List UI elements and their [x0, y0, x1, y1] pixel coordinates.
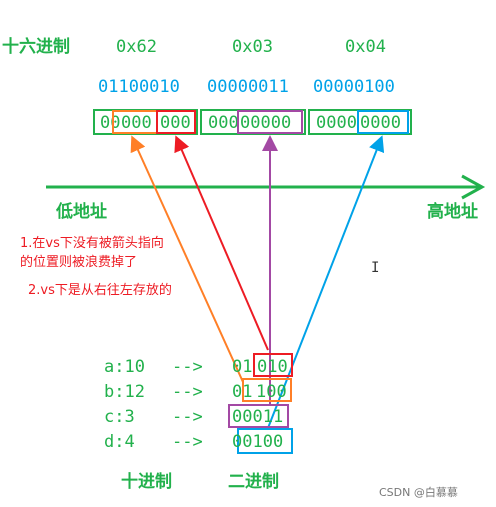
var-b-arrow: --> — [172, 382, 203, 402]
low-address-label: 低地址 — [55, 201, 107, 222]
bin-value-2: 00000011 — [207, 77, 289, 97]
hex-value-1: 0x62 — [116, 37, 157, 57]
var-a-bits-prefix: 01 — [232, 357, 252, 377]
byte1-unused-bits: 00 — [100, 113, 120, 133]
var-c-arrow: --> — [172, 407, 203, 427]
address-axis-arrowhead — [461, 174, 486, 200]
var-a-bits: 010 — [257, 357, 288, 377]
var-d-arrow: --> — [172, 432, 203, 452]
var-c-label: c:3 — [104, 407, 135, 427]
hex-row-label: 十六进制 — [2, 36, 70, 57]
var-c-field-box — [228, 404, 289, 428]
var-d-label: d:4 — [104, 432, 135, 452]
byte3-d-bits: 0000 — [360, 113, 401, 133]
var-b-bits: 100 — [256, 382, 287, 402]
arrow-b-to-memory — [130, 135, 244, 383]
bin-value-3: 00000100 — [313, 77, 395, 97]
text-cursor-icon: I — [371, 260, 379, 276]
decimal-label: 十进制 — [121, 471, 172, 492]
byte3-d-field — [357, 110, 409, 134]
var-b-field-box — [242, 378, 292, 402]
byte3-unused-bits: 0000 — [316, 113, 357, 133]
hex-value-3: 0x04 — [345, 37, 386, 57]
note-line-3: 2.vs下是从右往左存放的 — [28, 282, 172, 298]
var-a-field-box — [253, 353, 293, 377]
byte2-unused-bits: 000 — [208, 113, 239, 133]
var-d-field-box — [237, 428, 293, 454]
note-line-1: 1.在vs下没有被箭头指向 — [20, 235, 164, 251]
note-line-2: 的位置则被浪费掉了 — [20, 254, 137, 270]
byte2-c-bits: 00000 — [240, 113, 291, 133]
byte1-a-field — [156, 110, 196, 134]
bin-value-1: 01100010 — [98, 77, 180, 97]
var-a-label: a:10 — [104, 357, 145, 377]
hex-value-2: 0x03 — [232, 37, 273, 57]
binary-label: 二进制 — [228, 471, 279, 492]
byte2-c-field — [237, 110, 303, 134]
watermark: CSDN @白慕慕 — [379, 485, 458, 499]
byte1-b-bits: 000 — [121, 113, 152, 133]
var-b-label: b:12 — [104, 382, 145, 402]
var-a-arrow: --> — [172, 357, 203, 377]
high-address-label: 高地址 — [427, 201, 478, 222]
var-c-bits: 00011 — [232, 407, 283, 427]
var-d-bits: 00100 — [232, 432, 283, 452]
arrow-a-to-memory — [174, 135, 269, 351]
byte1-a-bits: 000 — [160, 113, 191, 133]
